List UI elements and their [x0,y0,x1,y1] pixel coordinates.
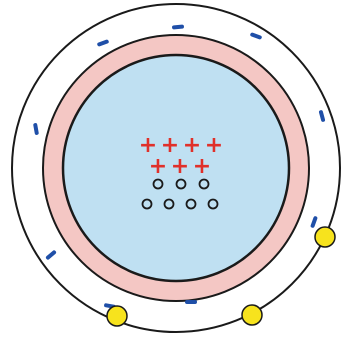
yellow-particle [314,226,336,248]
negative-charge [318,110,326,122]
inner-core [61,53,291,283]
neutral-particle [163,198,175,210]
negative-charge [45,250,57,260]
positive-charge: + [139,133,157,158]
neutral-particle [198,178,210,190]
yellow-particle [241,304,263,326]
neutral-particles-group [141,178,219,210]
yellow-particles-group [106,226,336,327]
neutral-particle [152,178,164,190]
neutral-particle [175,178,187,190]
negative-charge [310,216,318,228]
negative-charge [250,32,262,40]
negative-charge [33,123,39,135]
yellow-particle [106,305,128,327]
positive-charge: + [149,154,167,179]
negative-charge [185,300,197,304]
negative-charge [97,39,109,47]
positive-charges-group: +++++++ [139,133,223,179]
positive-charge: + [161,133,179,158]
positive-charge: + [193,154,211,179]
negative-charge [172,24,184,30]
positive-charge: + [171,154,189,179]
neutral-particle [141,198,153,210]
neutral-particle [207,198,219,210]
positive-charge: + [205,133,223,158]
positive-charge: + [183,133,201,158]
neutral-particle [185,198,197,210]
